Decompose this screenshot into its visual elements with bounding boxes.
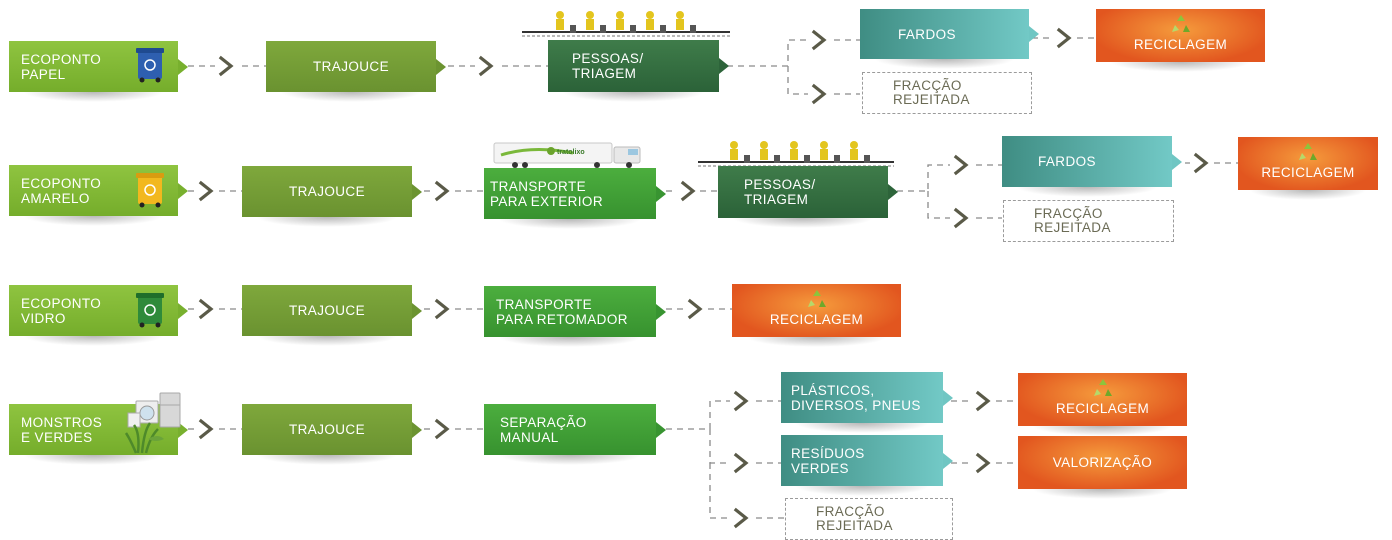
trajouce-label-3: TRAJOUCE bbox=[289, 303, 365, 318]
appliances-and-plants-icon bbox=[124, 392, 181, 454]
transporte-retomador-label: TRANSPORTE PARA RETOMADOR bbox=[496, 296, 628, 327]
plasticos-label: PLÁSTICOS, DIVERSOS, PNEUS bbox=[791, 382, 921, 413]
truck-brand: tratolixo bbox=[557, 149, 585, 156]
reciclagem-label-3: RECICLAGEM bbox=[769, 312, 864, 327]
reciclagem-label-4: RECICLAGEM bbox=[1055, 401, 1150, 416]
residuos-verdes-box: RESÍDUOS VERDES bbox=[781, 435, 953, 496]
pessoas-triagem-label-1: PESSOAS/ TRIAGEM bbox=[572, 51, 644, 81]
recycle-icon bbox=[1171, 15, 1190, 32]
tratolixo-truck-icon: tratolixo bbox=[493, 142, 641, 168]
blue-recycling-bin-icon bbox=[136, 48, 164, 83]
yellow-recycling-bin-icon bbox=[136, 173, 164, 208]
trajouce-label-4: TRAJOUCE bbox=[289, 422, 365, 437]
sorting-workers-icon bbox=[522, 11, 730, 37]
separacao-manual-label: SEPARAÇÃO MANUAL bbox=[500, 414, 587, 445]
reciclagem-label-1: RECICLAGEM bbox=[1133, 37, 1228, 52]
residuos-verdes-label: RESÍDUOS VERDES bbox=[791, 445, 865, 476]
transporte-retomador-box: TRANSPORTE PARA RETOMADOR bbox=[484, 286, 666, 347]
fardos-label-2: FARDOS bbox=[1038, 154, 1096, 169]
monstros-verdes-label: MONSTROS E VERDES bbox=[21, 414, 103, 445]
transporte-exterior-label: TRANSPORTE PARA EXTERIOR bbox=[490, 178, 603, 209]
reciclagem-box-3: RECICLAGEM bbox=[732, 284, 901, 347]
fraccao-rejeitada-box-2: FRACÇÃO REJEITADA bbox=[1003, 200, 1174, 242]
reciclagem-box-1: RECICLAGEM bbox=[1096, 9, 1265, 72]
trajouce-box-1: TRAJOUCE bbox=[266, 41, 446, 102]
fraccao-rejeitada-label-2: FRACÇÃO REJEITADA bbox=[1034, 206, 1111, 235]
transporte-exterior-box: TRANSPORTE PARA EXTERIOR bbox=[484, 168, 666, 229]
green-recycling-bin-icon bbox=[136, 293, 164, 328]
fraccao-rejeitada-box-3: FRACÇÃO REJEITADA bbox=[785, 498, 953, 540]
fraccao-rejeitada-label-3: FRACÇÃO REJEITADA bbox=[816, 504, 893, 533]
separacao-manual-box: SEPARAÇÃO MANUAL bbox=[484, 404, 666, 465]
ecoponto-vidro-label: ECOPONTO VIDRO bbox=[21, 295, 102, 326]
fardos-box-1: FARDOS bbox=[860, 9, 1039, 69]
trajouce-box-3: TRAJOUCE bbox=[242, 285, 422, 346]
pessoas-triagem-box-2: PESSOAS/ TRIAGEM bbox=[718, 166, 898, 228]
recycle-icon bbox=[1093, 379, 1112, 396]
pessoas-triagem-label-2: PESSOAS/ TRIAGEM bbox=[744, 177, 816, 207]
trajouce-box-2: TRAJOUCE bbox=[242, 166, 422, 227]
plasticos-box: PLÁSTICOS, DIVERSOS, PNEUS bbox=[781, 372, 953, 433]
reciclagem-box-4: RECICLAGEM bbox=[1018, 373, 1187, 436]
fraccao-rejeitada-label-1: FRACÇÃO REJEITADA bbox=[893, 78, 970, 107]
trajouce-label-2: TRAJOUCE bbox=[289, 184, 365, 199]
fardos-label-1: FARDOS bbox=[898, 26, 956, 42]
valorizacao-box: VALORIZAÇÃO bbox=[1018, 436, 1187, 499]
reciclagem-label-2: RECICLAGEM bbox=[1261, 165, 1355, 180]
fraccao-rejeitada-box-1: FRACÇÃO REJEITADA bbox=[862, 72, 1032, 114]
recycle-icon bbox=[1299, 143, 1317, 160]
valorizacao-label: VALORIZAÇÃO bbox=[1052, 455, 1153, 470]
fardos-box-2: FARDOS bbox=[1002, 136, 1182, 197]
ecoponto-papel-label: ECOPONTO PAPEL bbox=[21, 51, 102, 82]
ecoponto-amarelo-label: ECOPONTO AMARELO bbox=[21, 175, 102, 206]
reciclagem-box-2: RECICLAGEM bbox=[1238, 137, 1378, 200]
recycle-icon bbox=[807, 290, 826, 307]
trajouce-box-4: TRAJOUCE bbox=[242, 404, 422, 465]
trajouce-label-1: TRAJOUCE bbox=[313, 59, 389, 74]
pessoas-triagem-box-1: PESSOAS/ TRIAGEM bbox=[548, 40, 729, 102]
